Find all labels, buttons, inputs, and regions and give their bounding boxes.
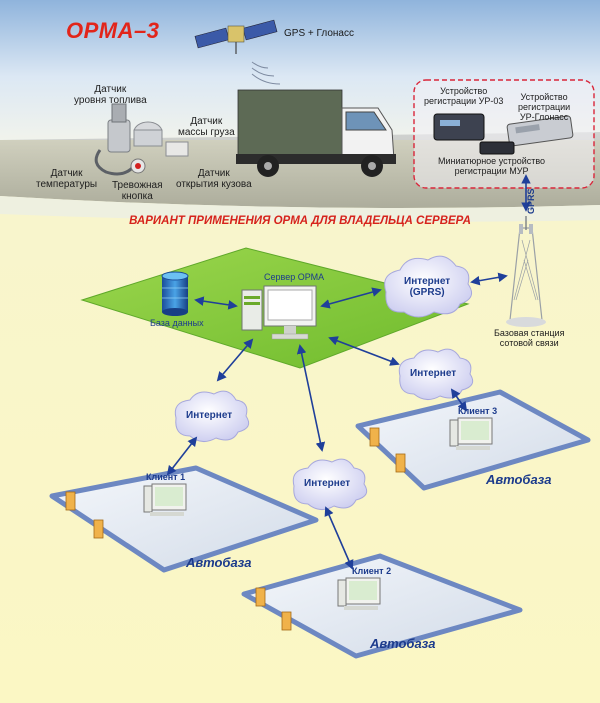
sensor-body-label: Датчик открытия кузова (176, 168, 252, 190)
database-label: База данных (150, 318, 204, 328)
truck-illustration (236, 89, 396, 177)
arrow-internet2-client2 (324, 506, 354, 570)
cell-tower-icon (506, 216, 546, 327)
arrow-gprs-tower (470, 272, 508, 286)
sensor-fuel-label: Датчик уровня топлива (74, 84, 147, 106)
road-edge (0, 196, 600, 222)
devices-box (413, 79, 595, 189)
cloud-internet-2 (292, 458, 368, 510)
autobase-3-label: Автобаза (486, 472, 552, 487)
device-ur03-image (433, 113, 485, 141)
arrow-internet3-client3 (450, 388, 468, 412)
gate-posts (65, 427, 406, 631)
sensors-illustration (94, 103, 189, 176)
arrow-db-server (194, 296, 238, 310)
sensor-cargo-label: Датчик массы груза (178, 116, 235, 138)
cloud-internet-gprs (384, 255, 473, 318)
sensor-alarm-label: Тревожная кнопка (112, 180, 163, 202)
autobase-plate-1 (49, 465, 319, 573)
device-ur03-label: Устройство регистрации УР-03 (424, 86, 504, 106)
arrow-server-internet3 (328, 336, 400, 366)
client-1-label: Клиент 1 (146, 472, 186, 482)
satellite-label: GPS + Глонасс (284, 28, 354, 39)
banner-title: ВАРИАНТ ПРИМЕНЕНИЯ ОРМА ДЛЯ ВЛАДЕЛЬЦА СЕ… (129, 215, 471, 227)
server-label: Сервер ОРМА (264, 272, 325, 282)
orma-logo: ОРМА–3 (66, 18, 160, 43)
arrow-server-gprs (320, 287, 382, 309)
device-mur-image (479, 141, 515, 155)
cloud-internet-3 (398, 348, 474, 400)
arrow-server-internet2 (296, 344, 326, 452)
autobase-2-label: Автобаза (370, 636, 436, 651)
signal-waves (251, 61, 281, 85)
client-3-label: Клиент 3 (458, 406, 498, 416)
connection-arrows (166, 174, 531, 570)
device-ur-glonass-label: Устройство регистрации УР-Глонасс (518, 92, 571, 122)
cloud-internet-3-label: Интернет (410, 368, 457, 379)
client-3-computer-icon (449, 417, 493, 450)
server-computer-icon (241, 285, 317, 340)
database-icon (161, 271, 189, 316)
satellite-icon (194, 19, 278, 54)
autobase-1-label: Автобаза (186, 555, 252, 570)
arrow-internet1-client1 (166, 436, 198, 476)
client-2-label: Клиент 2 (352, 566, 392, 576)
client-1-computer-icon (143, 483, 187, 516)
arrow-server-internet1 (216, 338, 254, 382)
cloud-internet-2-label: Интернет (304, 478, 351, 489)
device-mur-label: Миниатюрное устройство регистрации МУР (438, 156, 546, 176)
cloud-internet-gprs-label: Интернет (GPRS) (404, 276, 451, 298)
gprs-label: GPRS (526, 188, 536, 214)
device-ur-glonass-image (506, 115, 574, 147)
cloud-internet-1-label: Интернет (186, 410, 233, 421)
tower-label: Базовая станция сотовой связи (494, 328, 565, 348)
sensor-temperature-label: Датчик температуры (36, 168, 98, 190)
client-2-computer-icon (337, 577, 381, 610)
